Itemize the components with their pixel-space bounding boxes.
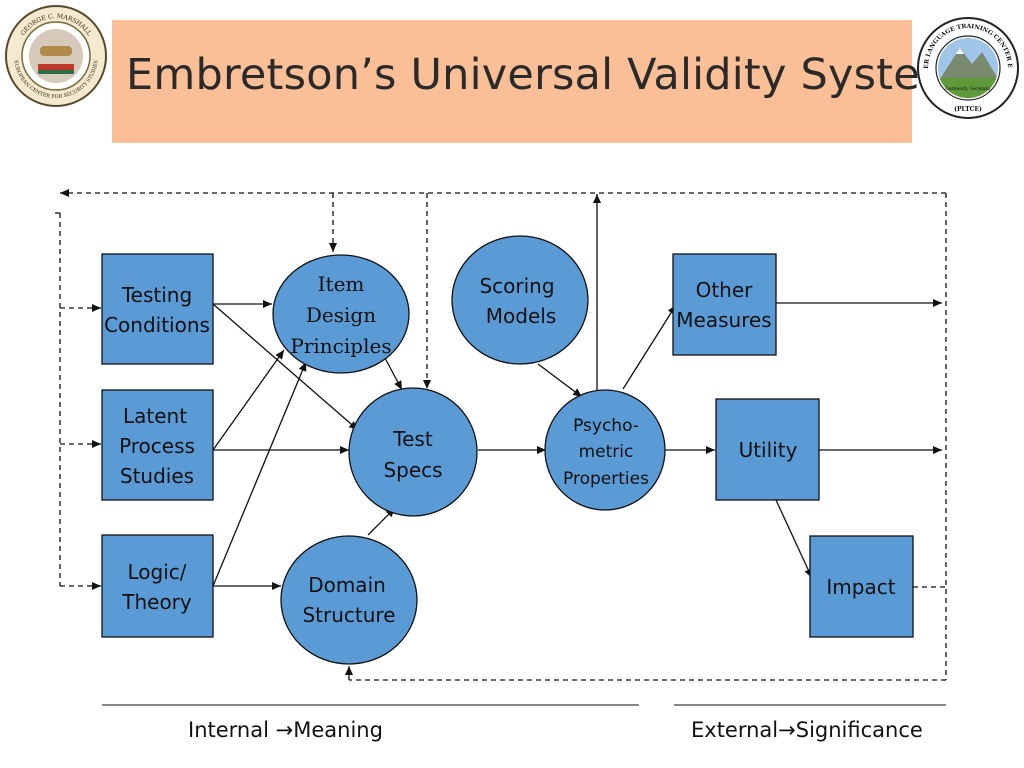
domain-structure-label-1: Domain (308, 573, 386, 597)
title-banner: Embretson’s Universal Validity System (112, 20, 962, 143)
test-specs-label-1: Test (392, 427, 433, 451)
scoring-models-label-1: Scoring (479, 274, 554, 298)
testing-conditions-box (101, 253, 214, 365)
other-measures-label-1: Other (696, 278, 754, 302)
internal-meaning-label: Internal →Meaning (188, 718, 383, 742)
svg-text:(PLTCE): (PLTCE) (954, 106, 982, 113)
item-design-label-1: Item (318, 272, 365, 296)
external-text: External (691, 718, 779, 742)
domain-structure-node (280, 535, 418, 665)
logic-theory-label-2: Theory (121, 590, 192, 614)
utility-label: Utility (739, 438, 798, 462)
latent-process-label-3: Studies (120, 464, 194, 488)
psychometric-label-3: Properties (563, 469, 649, 489)
item-design-label-3: Principles (290, 334, 391, 358)
internal-text: Internal (188, 718, 269, 742)
utility-box (715, 398, 820, 501)
other-measures-box (672, 253, 777, 356)
logic-theory-label-1: Logic/ (127, 560, 186, 584)
dashed-feedback-lines (52, 189, 947, 681)
latent-process-studies-box (101, 389, 214, 501)
testing-conditions-label-2: Conditions (104, 313, 210, 337)
test-specs-label-2: Specs (383, 458, 442, 482)
impact-label: Impact (826, 575, 895, 599)
impact-box (809, 535, 914, 638)
test-specs-node (348, 387, 478, 517)
domain-structure-label-2: Structure (302, 603, 395, 627)
significance-text: Significance (795, 718, 923, 742)
item-design-label-2: Design (306, 303, 376, 327)
psychometric-label-2: metric (579, 442, 634, 462)
psychometric-properties-node (544, 389, 666, 511)
item-design-principles-node (272, 254, 410, 374)
testing-conditions-label-1: Testing (121, 283, 192, 307)
latent-process-label-1: Latent (123, 404, 187, 428)
marshall-center-logo: GEORGE C. MARSHALL EUROPEAN CENTER FOR S… (5, 5, 107, 107)
scoring-models-label-2: Models (486, 304, 556, 328)
right-arrow-icon: → (275, 718, 294, 742)
logic-theory-box (101, 534, 214, 638)
svg-text:Garmisch, Germany: Garmisch, Germany (945, 86, 991, 92)
page-title: Embretson’s Universal Validity System (126, 50, 963, 100)
right-arrow-icon: → (778, 718, 796, 742)
external-significance-label: External→Significance (691, 718, 923, 742)
other-measures-label-2: Measures (676, 308, 771, 332)
pltce-logo: PARTNER LANGUAGE TRAINING CENTER EUROPE … (916, 16, 1019, 119)
latent-process-label-2: Process (119, 434, 195, 458)
psychometric-label-1: Psycho- (573, 416, 639, 436)
scoring-models-node (451, 235, 589, 365)
solid-arrows (212, 194, 942, 590)
meaning-text: Meaning (293, 718, 383, 742)
